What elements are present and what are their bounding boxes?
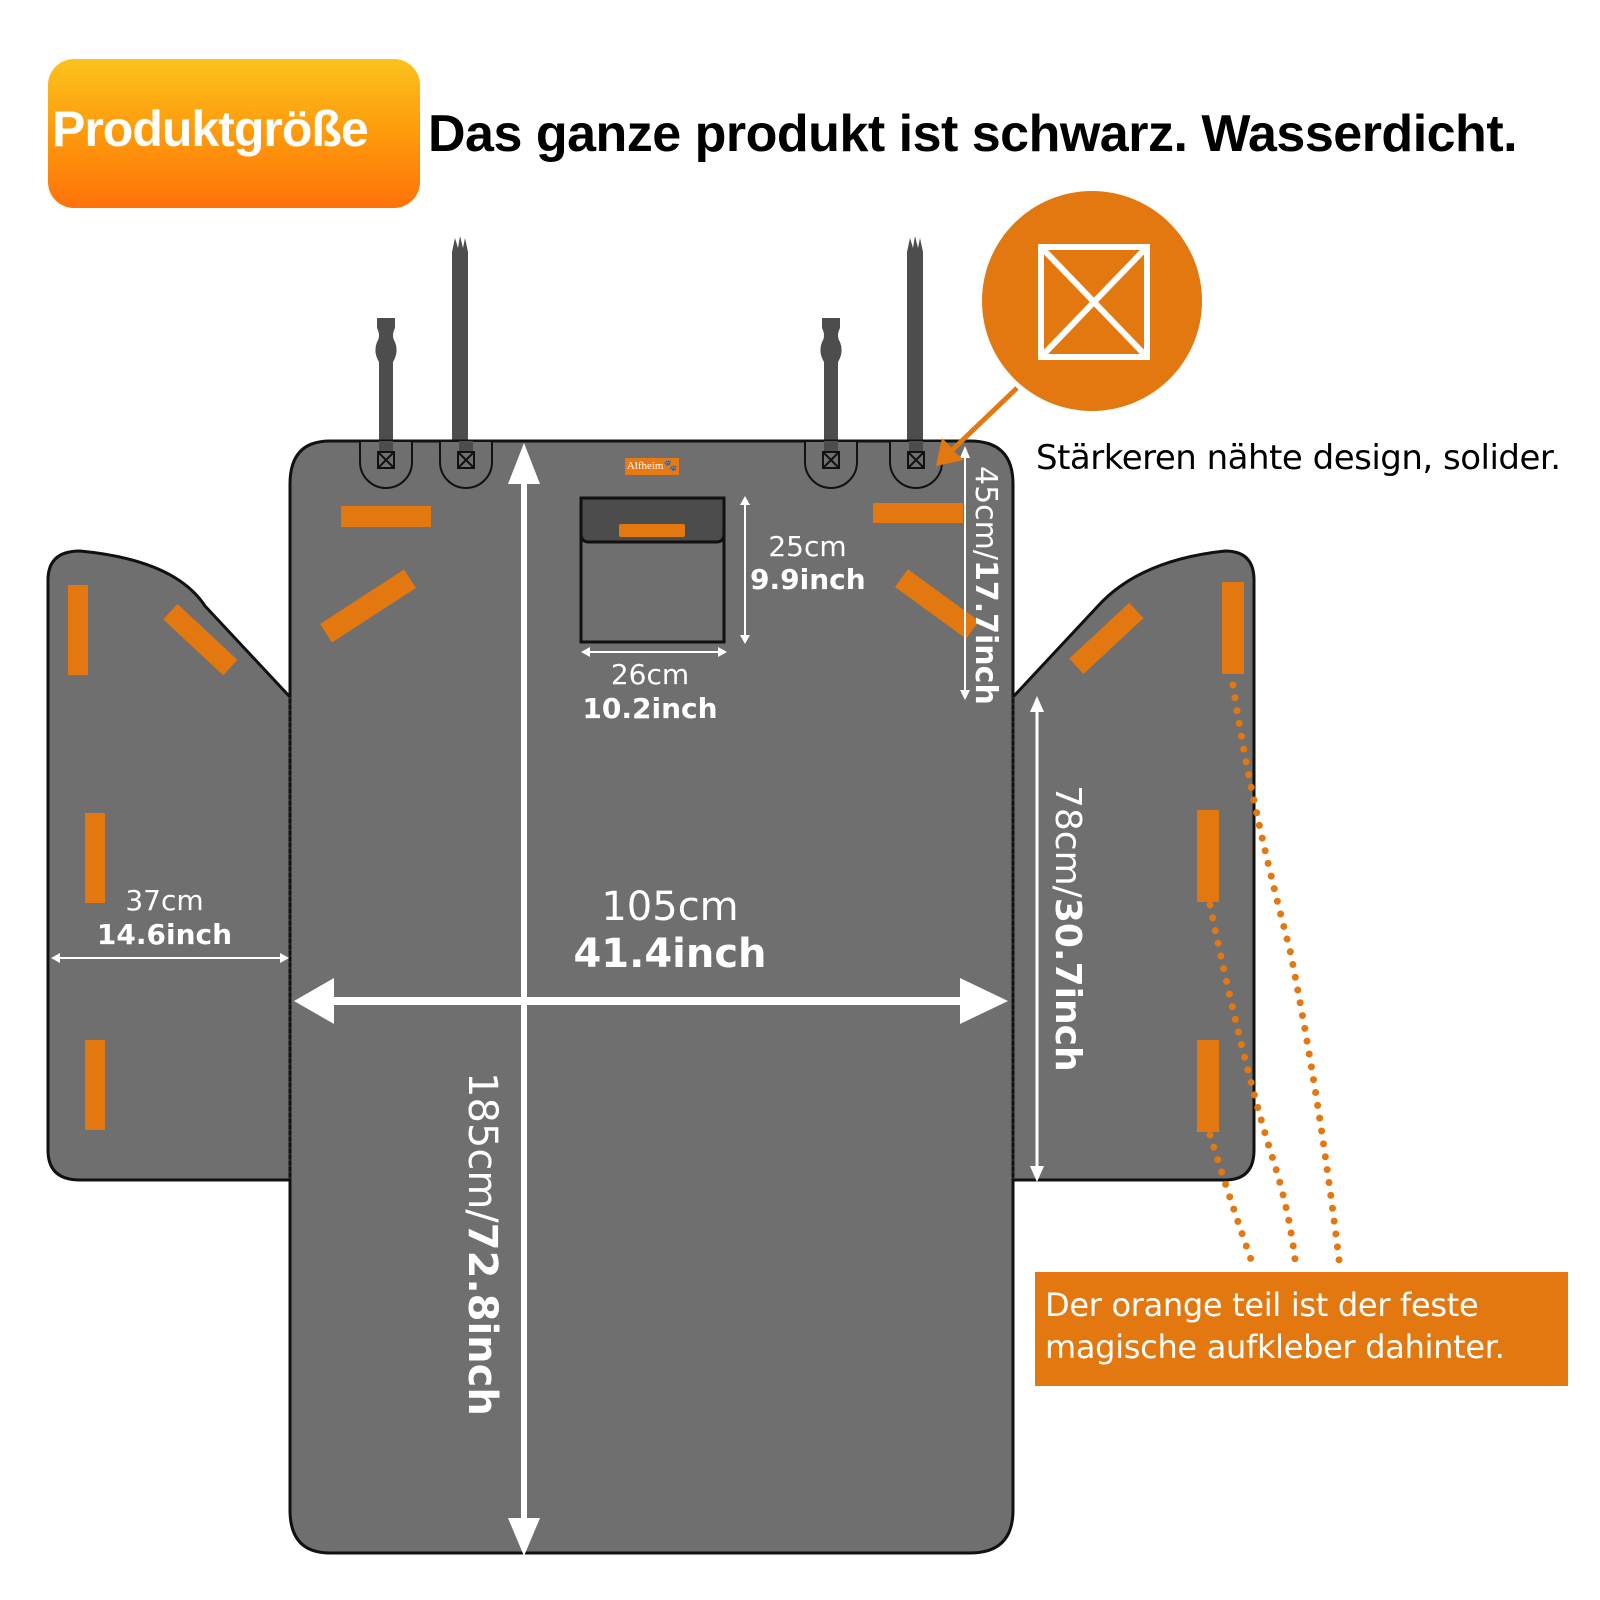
headline: Das ganze produkt ist schwarz. Wasserdic… [428,105,1518,163]
brand-label: Alfheim🐾 [625,458,679,475]
top-section-height-cm: 45cm/ [968,466,1003,560]
top-section-height-inch: 17.7inch [968,560,1003,705]
main-length-cm: 185cm/ [459,1072,505,1223]
velcro-leader-lines [1206,681,1344,1272]
side-flap-width-cm: 37cm [125,884,204,917]
stitch-detail-callout [936,191,1202,466]
main-length-inch: 72.8inch [459,1222,505,1416]
side-flap-width-label: 37cm 14.6inch [92,884,237,952]
badge-label: Produktgröße [52,101,369,157]
main-width-label: 105cm 41.4inch [565,884,775,978]
pocket-height-inch: 9.9inch [750,563,866,596]
strap-icon [375,236,923,472]
stitch-box-icon [377,451,925,469]
pocket-height-cm: 25cm [768,530,847,563]
side-flap-height-inch: 30.7inch [1047,897,1088,1072]
side-flap-height-label: 78cm/30.7inch [1047,785,1088,1072]
product-size-badge [48,59,420,208]
pocket-icon [579,496,726,644]
side-flap-height-cm: 78cm/ [1047,785,1088,898]
velcro-note-box: Der orange teil ist der feste magische a… [1035,1272,1568,1386]
pocket-width-label: 26cm 10.2inch [580,658,720,726]
main-width-cm: 105cm [601,884,739,930]
strap-loops [359,442,943,489]
left-side-flap [46,549,292,1182]
velcro-note-line1: Der orange teil ist der feste [1045,1286,1479,1324]
right-side-flap [1011,549,1256,1182]
main-width-inch: 41.4inch [573,931,767,977]
main-length-label: 185cm/72.8inch [459,1072,505,1416]
velcro-patch-icon [68,503,1244,1132]
stitch-note: Stärkeren nähte design, solider. [1036,438,1561,478]
pocket-height-label: 25cm 9.9inch [750,530,866,597]
measure-lines [51,443,1044,1556]
pocket-width-inch: 10.2inch [582,692,718,725]
pocket-width-cm: 26cm [610,658,690,691]
side-flap-width-inch: 14.6inch [96,918,233,951]
top-section-height-label: 45cm/17.7inch [968,466,1003,705]
velcro-note-line2: magische aufkleber dahinter. [1045,1328,1505,1366]
